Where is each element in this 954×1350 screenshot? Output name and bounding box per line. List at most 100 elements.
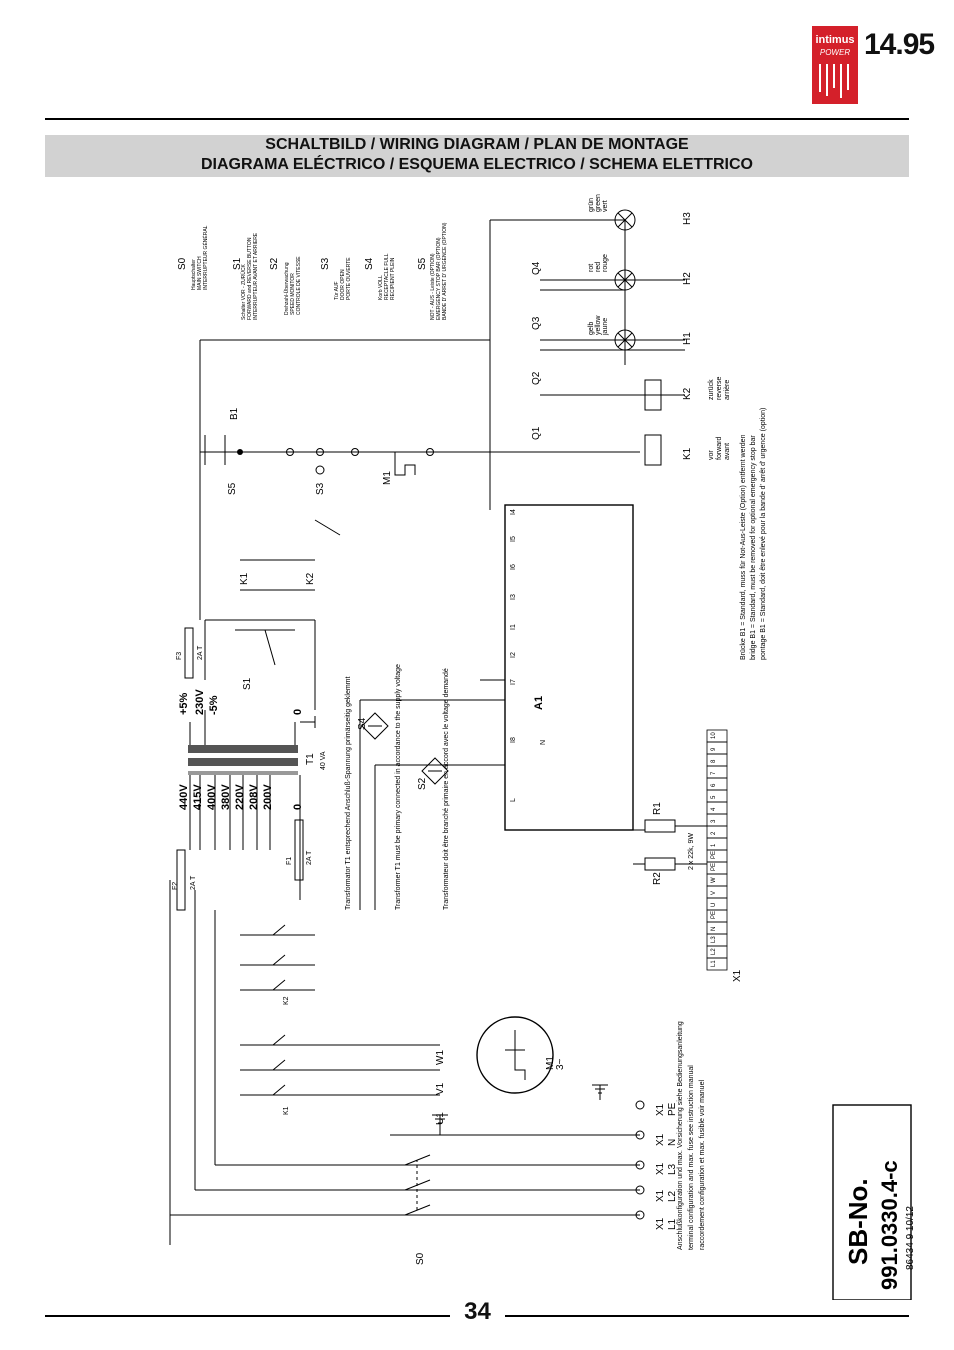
document-code: 86434 9 10/12	[905, 1206, 915, 1270]
lamp-h3-de: grün	[588, 198, 595, 212]
wiring-diagram: .w { stroke: #000; stroke-width: 1; fill…	[169, 194, 915, 1300]
relay-k1-en: forward	[716, 437, 723, 460]
relay-k2-en: reverse	[716, 377, 723, 400]
terminal-cell	[706, 897, 728, 911]
board-outputs: Q1 Q2 Q3 Q4 K1 K2 vor forward avant zurü…	[490, 261, 731, 466]
lamp-h1-de: gelb	[588, 322, 595, 335]
board-pin-i3: I3	[510, 594, 517, 600]
transformer-rating: 40 VA	[320, 751, 327, 770]
terminal-cell-label: L2	[711, 948, 717, 955]
motor-terminal-v1: V1	[435, 1082, 446, 1095]
tap-230v: 230V	[194, 689, 206, 715]
motor-label: M1	[545, 1056, 556, 1070]
legend-s0-fr: INTERRUPTEUR GÉNÉRAL	[202, 225, 209, 290]
legend-s2-fr: CONTROLE DE VITESSE	[296, 256, 302, 315]
terminal-cell-label: 6	[711, 783, 717, 787]
terminal-cell-label: 4	[711, 807, 717, 811]
fuse-f1-label: F1	[286, 857, 293, 865]
terminal-cell-label: 5	[711, 795, 717, 799]
legend-s0-id: S0	[177, 257, 188, 270]
bridge-note-de: Brücke B1 = Standard, muss für Not-Aus-L…	[740, 434, 747, 660]
sb-number-box: SB-No. 991.0330.4-c	[832, 1104, 912, 1300]
terminal-l1-x: X1	[655, 1217, 666, 1230]
k2-contact-label: K2	[283, 996, 290, 1005]
sb-label: SB-No.	[843, 1178, 873, 1265]
lamp-h2-fr: rouge	[602, 254, 609, 272]
terminal-cell	[706, 801, 728, 815]
control-board-a1: A1 L N I8 I7 I2 I1 I3 I6 I5 I4	[504, 504, 634, 831]
supply-note-fr: raccordement configuration et max. fusib…	[699, 1080, 706, 1250]
terminal-l2-name: L2	[667, 1190, 678, 1202]
terminal-cell	[706, 777, 728, 791]
legend-s5-id: S5	[417, 257, 428, 270]
header-rule	[45, 118, 909, 120]
legend-s5-fr: BANDE D' ARRET D' URGENCE (OPTION)	[442, 222, 448, 320]
tap-415v: 415V	[192, 784, 204, 810]
s0-label: S0	[415, 1252, 426, 1265]
relay-k2-fr: arrière	[724, 380, 731, 400]
legend-s3-en: DOOR OPEN	[340, 269, 346, 300]
board-pin-i8: I8	[510, 737, 517, 743]
terminal-l1-name: L1	[667, 1218, 678, 1230]
lamp-h3-label: H3	[682, 212, 693, 225]
supply-note: Anschlußkonfiguration und max. Vorsicher…	[677, 1021, 706, 1250]
s5-label: S5	[227, 482, 238, 495]
title-line-2: DIAGRAMA ELÉCTRICO / ESQUEMA ELECTRICO /…	[200, 156, 753, 173]
terminal-cell-label: W	[711, 877, 717, 883]
terminal-cell	[706, 957, 728, 971]
legend-s5-en: EMERGENCY STOP BAR (OPTION)	[436, 237, 442, 320]
bridge-note-fr: pontage B1 = Standard, doit être enlevé …	[760, 408, 767, 660]
board-pin-i4: I4	[510, 509, 517, 515]
legend-s0-de: Hauptschalter	[191, 259, 197, 290]
title-banner: SCHALTBILD / WIRING DIAGRAM / PLAN DE MO…	[45, 135, 909, 177]
terminal-l3-name: L3	[667, 1163, 678, 1175]
terminal-cell	[706, 873, 728, 887]
lamp-h1-fr: jaune	[602, 318, 609, 336]
resistor-r2-label: R2	[652, 872, 663, 885]
lamp-h1-label: H1	[682, 332, 693, 345]
terminal-cell-label: 10	[711, 732, 717, 739]
s2-sensor-label: S2	[417, 777, 428, 790]
terminal-cell	[706, 789, 728, 803]
transformer-note-de: Transformator T1 entsprechend Anschluß-S…	[345, 677, 352, 910]
bridge-note-en: bridge B1 = Standard, must be removed fo…	[750, 435, 757, 660]
switch-legend: S0 Hauptschalter MAIN SWITCH INTERRUPTEU…	[177, 222, 448, 320]
legend-s3-id: S3	[320, 257, 331, 270]
contactor-aux-contacts: K1 K2	[239, 519, 341, 591]
main-switch-s0: S0	[404, 1154, 431, 1265]
transformer-label: T1	[305, 753, 316, 765]
page-number: 34	[464, 1298, 491, 1325]
terminal-cell	[706, 741, 728, 755]
legend-s4-fr: RECIPIENT PLEIN	[390, 257, 396, 300]
legend-s2-de: Drehzahl-Überwachung	[283, 262, 290, 315]
control-switches: B1 S5 S3 M1	[204, 407, 434, 495]
control-wiring	[199, 219, 685, 910]
board-pin-i1: I1	[510, 624, 517, 630]
terminal-cell-label: PE	[711, 863, 717, 871]
lamp-h3-en: green	[595, 194, 602, 212]
logo-stripes-icon	[819, 64, 849, 98]
tap-200v: 200V	[262, 784, 274, 810]
intimus-logo: intimus POWER	[812, 26, 858, 104]
fuse-f1-rating: 2A T	[306, 850, 313, 865]
supply-note-de: Anschlußkonfiguration und max. Vorsicher…	[677, 1021, 684, 1250]
relay-k1-fr: avant	[724, 443, 731, 460]
board-pin-i7: I7	[510, 679, 517, 685]
legend-s1-de: Schalter VOR - ZURÜCK	[240, 263, 247, 320]
terminal-cell	[706, 729, 728, 743]
board-pin-i5: I5	[510, 536, 517, 542]
fuse-f3-label: F3	[176, 652, 183, 660]
m1-thermal-label: M1	[382, 471, 393, 485]
terminal-l2-x: X1	[655, 1189, 666, 1202]
resistor-spec: 2 x 22k, 9W	[688, 833, 695, 870]
sensors: S4 S2	[357, 712, 449, 790]
fuse-f2-label: F2	[172, 882, 179, 890]
tap-primary-0: 0	[292, 804, 304, 810]
relay-k1-label: K1	[682, 447, 693, 460]
s1-label: S1	[242, 677, 253, 690]
terminal-cell-label: 7	[711, 771, 717, 775]
tap-208v: 208V	[248, 784, 260, 810]
terminal-cell	[706, 837, 728, 851]
terminal-cell	[706, 753, 728, 767]
